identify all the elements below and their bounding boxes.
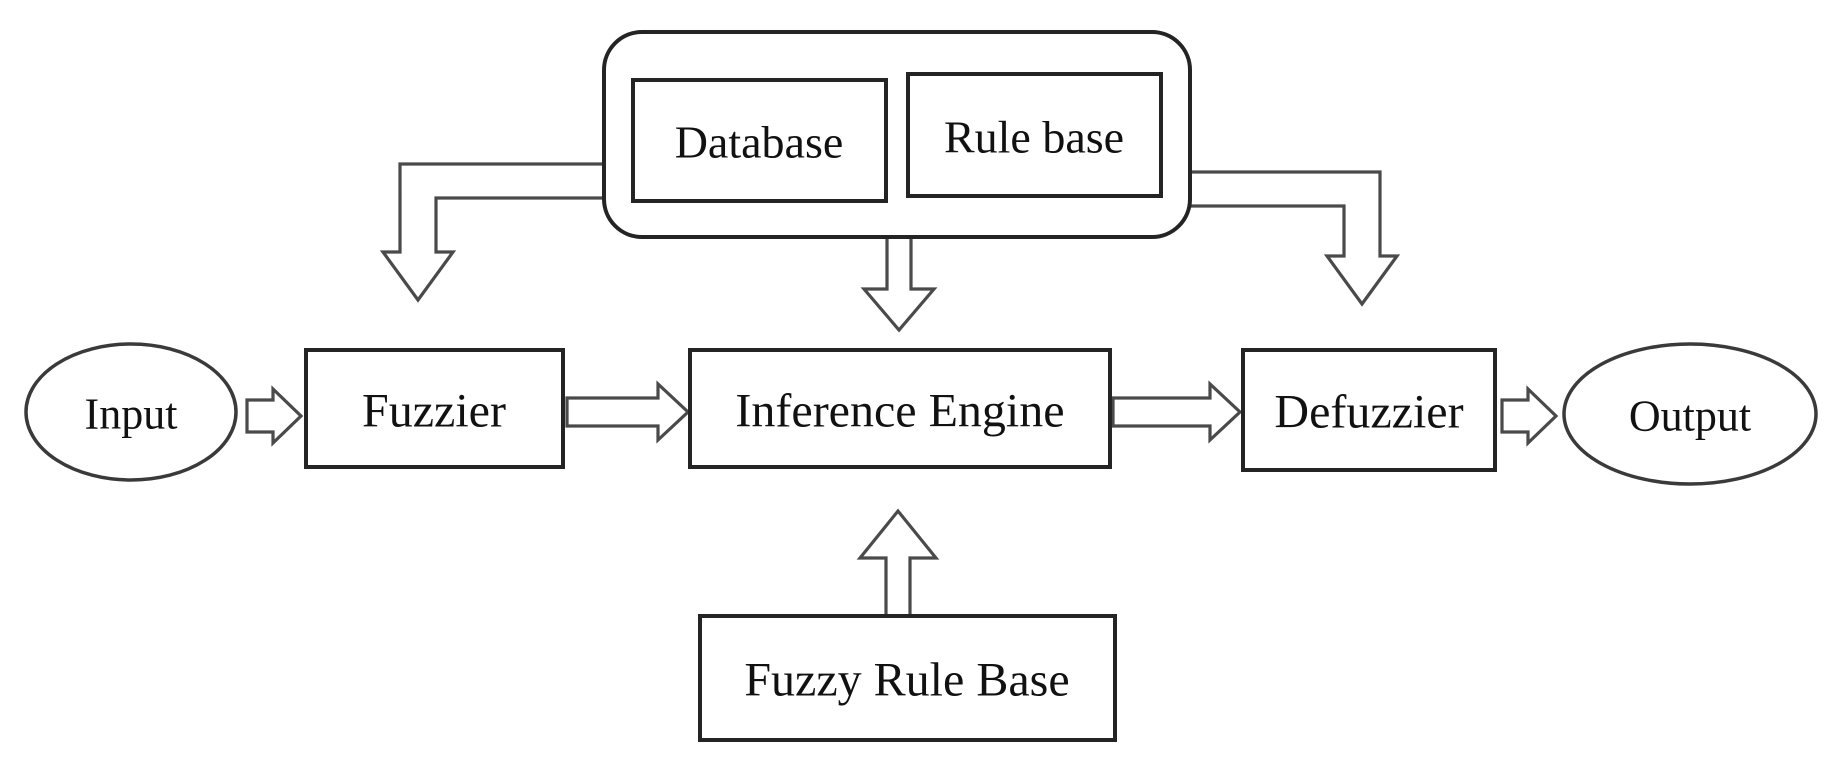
arrow-knowledge-base-to-fuzzier — [379, 162, 610, 303]
rule-base-label: Rule base — [944, 112, 1124, 163]
input-label: Input — [85, 390, 178, 439]
fuzzier-node — [304, 348, 565, 469]
arrow-knowledge-base-to-defuzzier — [1182, 170, 1401, 307]
arrow-inference-engine-to-defuzzier — [1111, 380, 1243, 444]
arrow-fuzzy-rule-base-to-inference-engine — [856, 508, 940, 618]
defuzzier-label: Defuzzier — [1274, 386, 1463, 439]
rule-base-node — [906, 72, 1163, 198]
database-label: Database — [675, 117, 844, 168]
output-label: Output — [1629, 392, 1751, 441]
arrow-knowledge-base-to-inference-engine — [860, 234, 938, 333]
fuzzy-rule-base-node — [698, 614, 1117, 742]
inference-engine-node — [688, 348, 1112, 469]
inference-engine-label: Inference Engine — [735, 385, 1064, 438]
arrow-input-to-fuzzier — [245, 385, 304, 447]
output-node — [1562, 342, 1818, 486]
input-node — [24, 342, 238, 482]
arrow-defuzzier-to-output — [1500, 385, 1559, 447]
defuzzier-node — [1241, 348, 1497, 472]
fuzzier-label: Fuzzier — [362, 385, 506, 438]
fuzzy-rule-base-label: Fuzzy Rule Base — [744, 654, 1069, 707]
arrow-fuzzier-to-inference-engine — [565, 380, 691, 444]
database-node — [631, 78, 888, 203]
